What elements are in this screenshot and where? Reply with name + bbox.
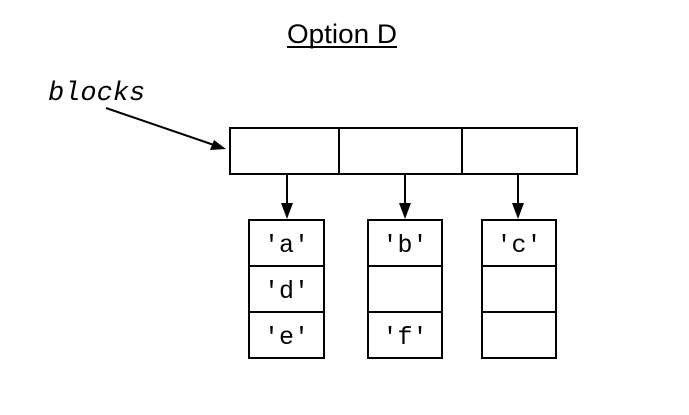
cell-value: 'f' — [382, 323, 427, 352]
inner-list-1: 'b' 'f' — [367, 219, 443, 359]
variable-pointer-arrow — [105, 107, 215, 146]
cell-value: 'e' — [264, 323, 309, 352]
outer-list-box — [229, 127, 578, 175]
cell-value: 'c' — [496, 231, 541, 260]
inner-list-cell — [481, 219, 557, 267]
inner-list-cell — [248, 311, 325, 359]
slot-pointer-1 — [399, 174, 411, 219]
inner-list-cell — [481, 265, 557, 313]
variable-pointer-arrowhead — [210, 140, 226, 150]
inner-list-cell — [367, 311, 443, 359]
diagram-title: Option D — [287, 19, 397, 49]
cell-value: 'a' — [264, 231, 309, 260]
inner-list-cell — [481, 311, 557, 359]
outer-list — [229, 127, 578, 175]
inner-list-0: 'a' 'd' 'e' — [248, 219, 325, 359]
inner-list-2: 'c' — [481, 219, 557, 359]
cell-value: 'b' — [382, 231, 427, 260]
slot-pointer-2 — [512, 174, 524, 219]
inner-list-cell — [248, 265, 325, 313]
slot-pointer-arrowhead — [512, 203, 524, 219]
slot-pointer-0 — [281, 174, 293, 219]
slot-pointer-arrowhead — [399, 203, 411, 219]
variable-label: blocks — [48, 79, 145, 109]
cell-value: 'd' — [264, 277, 309, 306]
slot-pointer-arrowhead — [281, 203, 293, 219]
inner-list-cell — [367, 265, 443, 313]
